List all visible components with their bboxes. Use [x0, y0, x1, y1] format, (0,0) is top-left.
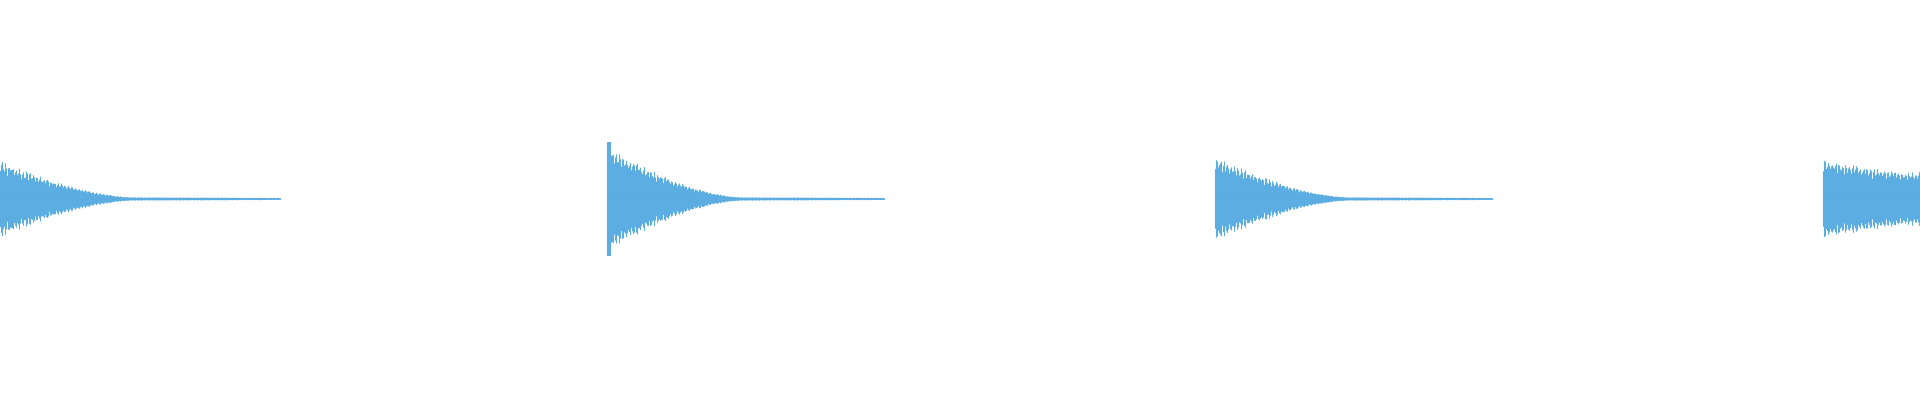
audio-burst: [1822, 161, 1920, 237]
audio-burst: [1214, 160, 1494, 238]
audio-burst: [606, 142, 886, 256]
audio-burst: [0, 162, 282, 236]
waveform-group: [0, 142, 1920, 256]
